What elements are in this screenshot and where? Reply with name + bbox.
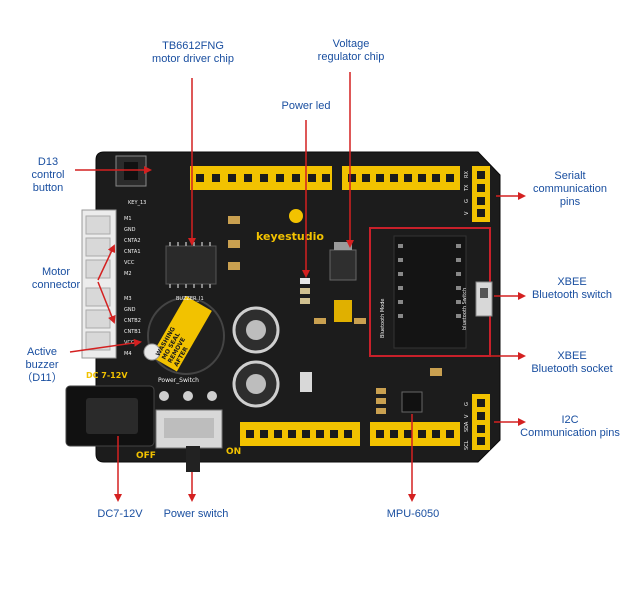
label-voltage: Voltage regulator chip — [306, 38, 396, 64]
arrow-motor-1 — [97, 244, 116, 281]
motor-pin-a-label: CNTA2 — [124, 238, 141, 244]
label-line: Active — [27, 346, 57, 358]
silk-power-switch: Power_Switch — [158, 377, 199, 384]
i2c-pin-label: SCL — [464, 440, 470, 450]
label-line: Serialt — [554, 170, 586, 182]
silk-buzzer: BUZZER_I1 — [176, 296, 204, 302]
motor-pin-a-label: M2 — [124, 271, 132, 277]
i2c-pin-label: V — [464, 414, 470, 418]
serial-pin-label: RX — [464, 171, 470, 178]
label-line: XBEE — [557, 350, 587, 362]
top-header-right — [342, 166, 460, 190]
label-line: Bluetooth switch — [531, 289, 613, 301]
label-power-led: Power led — [270, 100, 342, 113]
i2c-pin-label: G — [464, 402, 470, 406]
label-line: DC7-12V — [97, 508, 143, 520]
label-line: Voltage — [332, 38, 370, 50]
voltage-regulator-chip — [329, 249, 357, 281]
label-line: XBEE — [557, 276, 587, 288]
pcb-board — [95, 151, 501, 463]
label-motor: Motor connector — [26, 266, 86, 292]
serial-pin-label: V — [464, 211, 470, 215]
label-line: button — [32, 182, 64, 194]
silk-off: OFF — [136, 451, 156, 461]
label-line: connector — [31, 279, 81, 291]
arrow-motor-2 — [97, 281, 116, 324]
i2c-pin-label: SDA — [464, 421, 470, 432]
label-line: motor driver chip — [152, 53, 234, 65]
bottom-header-right — [370, 422, 460, 446]
label-line: Power switch — [163, 508, 229, 520]
label-line: communication — [533, 183, 607, 195]
label-line: buzzer — [25, 359, 59, 371]
arrow-buzzer — [69, 338, 142, 353]
motor-pin-a-label: M1 — [124, 216, 132, 222]
label-power-switch: Power switch — [156, 508, 236, 521]
label-mpu: MPU-6050 — [380, 508, 446, 521]
motor-pin-a-label: CNTA1 — [124, 249, 141, 255]
serial-pin-label: TX — [464, 184, 470, 192]
motor-pin-a-label: GND — [124, 227, 136, 233]
label-line: Power led — [281, 100, 331, 112]
motor-pin-b-label: M3 — [124, 296, 132, 302]
motor-pin-b-label: CNTB1 — [124, 329, 141, 335]
buzzer-sticker — [150, 295, 212, 372]
motor-pins-a: M1 GND CNTA2 CNTA1 VCC M2 — [124, 216, 141, 277]
label-buzzer: Active buzzer （D11） — [14, 346, 70, 385]
label-line: MPU-6050 — [386, 508, 440, 520]
motor-pin-b-label: M4 — [124, 351, 132, 357]
silk-bt-mode: Bluetooth Mode — [380, 299, 386, 339]
silk-key: KEY_13 — [128, 200, 146, 206]
label-line: regulator chip — [317, 51, 385, 63]
label-line: Motor — [41, 266, 71, 278]
label-line: （D11） — [21, 372, 63, 384]
label-line: pins — [559, 196, 581, 208]
label-line: TB6612FNG — [162, 40, 224, 52]
label-i2c: I2C Communication pins — [512, 414, 628, 440]
motor-pin-a-label: VCC — [124, 260, 135, 266]
motor-driver-chip — [165, 245, 217, 285]
label-line: D13 — [37, 156, 59, 168]
label-line: Bluetooth socket — [531, 363, 613, 375]
xbee-bluetooth-switch — [475, 281, 493, 317]
mpu-6050-chip — [401, 391, 423, 413]
label-tb6612: TB6612FNG motor driver chip — [138, 40, 248, 66]
label-d13: D13 control button — [20, 156, 76, 195]
silk-brand: keyestudio — [256, 230, 324, 243]
label-line: I2C — [561, 414, 579, 426]
silk-bt-switch: bluetooth Switch — [462, 288, 468, 330]
i2c-header — [472, 394, 490, 450]
motor-pin-b-label: GND — [124, 307, 136, 313]
bottom-header-left — [240, 422, 360, 446]
silk-on: ON — [226, 447, 241, 457]
silk-dc: DC 7-12V — [86, 371, 128, 380]
label-xbee-switch: XBEE Bluetooth switch — [524, 276, 620, 302]
keyestudio-logo-icon — [289, 209, 303, 223]
label-line: Communication pins — [520, 427, 620, 439]
power-led — [300, 278, 310, 284]
label-xbee-socket: XBEE Bluetooth socket — [524, 350, 620, 376]
motor-pin-b-label: CNTB2 — [124, 318, 141, 324]
label-dc: DC7-12V — [90, 508, 150, 521]
label-serial: Serialt communication pins — [524, 170, 616, 209]
serial-header — [472, 166, 490, 222]
label-line: control — [31, 169, 65, 181]
serial-pin-label: G — [464, 199, 470, 203]
